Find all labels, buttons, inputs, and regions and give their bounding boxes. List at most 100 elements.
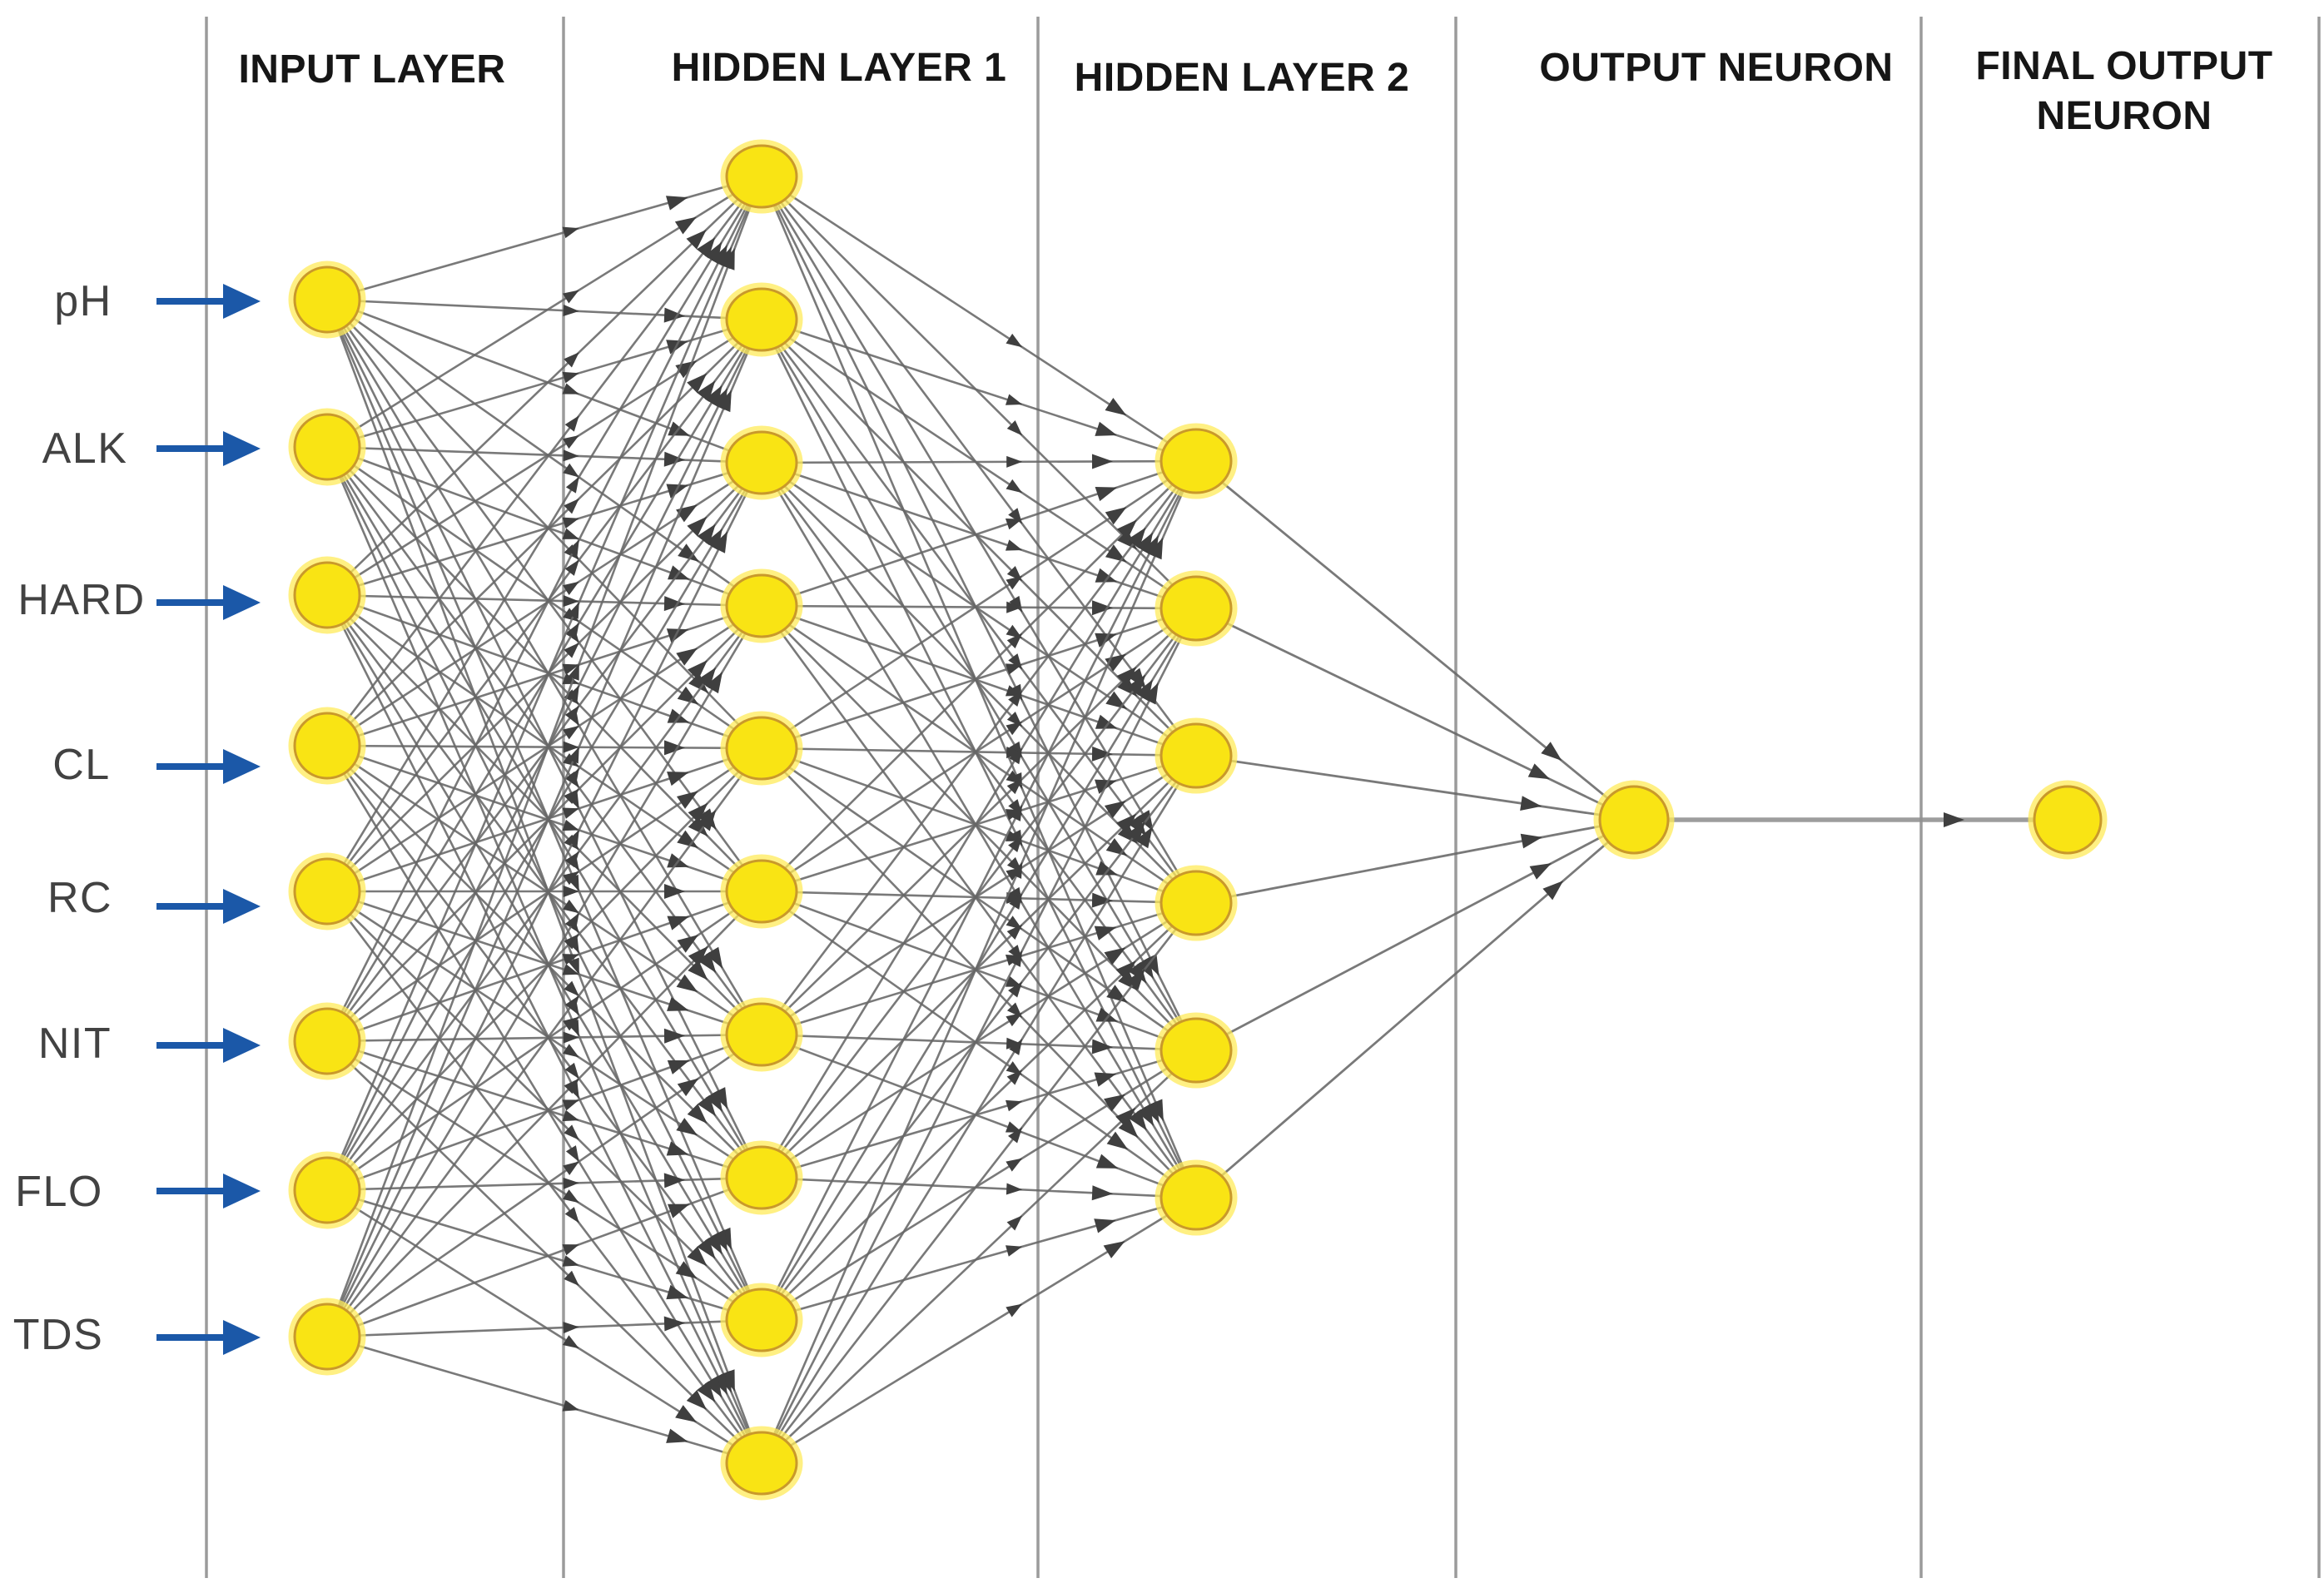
edge-arrowhead-icon xyxy=(677,935,699,953)
edge-arrowhead-icon xyxy=(663,1028,686,1044)
connection-edge xyxy=(760,460,1198,1464)
edge-arrowhead-icon xyxy=(677,1078,699,1097)
edge-arrowhead-icon xyxy=(1105,507,1127,525)
header-final-output-neuron: FINAL OUTPUT NEURON xyxy=(1975,44,2273,139)
neuron-halo xyxy=(288,261,366,339)
edge-arrowhead-icon xyxy=(567,602,579,619)
edge-arrowhead-icon xyxy=(697,1094,717,1117)
edge-arrowhead-icon xyxy=(687,1104,708,1124)
edge-arrowhead-icon xyxy=(1006,1069,1023,1085)
edge-arrowhead-icon xyxy=(563,899,579,914)
edge-arrowhead-icon xyxy=(1005,663,1023,675)
edge-arrowhead-icon xyxy=(698,810,717,831)
connection-edge xyxy=(761,1033,1197,1199)
edge-arrowhead-icon xyxy=(1104,801,1126,819)
edge-arrowhead-icon xyxy=(705,1089,723,1112)
connection-edge xyxy=(326,744,762,893)
edge-arrowhead-icon xyxy=(668,1203,690,1218)
edge-arrowhead-icon xyxy=(1006,479,1023,494)
neuron-input xyxy=(293,712,361,780)
edge-arrowhead-icon xyxy=(678,543,699,562)
neuron-hidden1 xyxy=(725,573,798,638)
edge-arrowhead-icon xyxy=(1118,1117,1139,1139)
edge-arrowhead-icon xyxy=(688,802,708,823)
edge-arrowhead-icon xyxy=(1095,1007,1119,1022)
neuron-hidden1 xyxy=(725,287,798,352)
neuron-hidden1 xyxy=(725,859,798,924)
edge-arrowhead-icon xyxy=(564,995,579,1012)
connection-edge xyxy=(761,461,1197,610)
edge-arrowhead-icon xyxy=(562,672,579,685)
connection-edge xyxy=(761,604,1197,610)
edge-arrowhead-icon xyxy=(1529,863,1552,880)
connection-edge xyxy=(760,462,1198,1198)
header-hidden-layer-2: HIDDEN LAYER 2 xyxy=(1074,56,1410,100)
edge-arrowhead-icon xyxy=(562,226,579,239)
edge-arrowhead-icon xyxy=(687,516,708,537)
connection-edge xyxy=(325,319,763,892)
input-label-alk: ALK xyxy=(42,424,128,473)
edge-arrowhead-icon xyxy=(1520,833,1542,849)
connection-edge xyxy=(325,462,763,1042)
connection-edge xyxy=(760,460,1198,1321)
edge-arrowhead-icon xyxy=(1005,539,1023,551)
input-arrow-icon xyxy=(223,585,261,620)
neuron-output xyxy=(1598,785,1670,855)
edge-arrowhead-icon xyxy=(562,807,579,819)
connection-edge xyxy=(761,607,1197,750)
edge-arrowhead-icon xyxy=(1006,1303,1023,1318)
edge-arrowhead-icon xyxy=(1006,601,1023,613)
edge-arrowhead-icon xyxy=(1135,826,1153,849)
input-arrow-icon xyxy=(223,284,261,319)
connection-edge xyxy=(761,1176,1197,1199)
edge-arrowhead-icon xyxy=(677,830,698,849)
neuron-hidden1 xyxy=(725,1002,798,1067)
neuron-final xyxy=(2033,785,2103,855)
edge-arrowhead-icon xyxy=(1006,891,1023,904)
connection-edge xyxy=(760,755,1198,1464)
edge-arrowhead-icon xyxy=(564,851,579,868)
edge-arrowhead-icon xyxy=(563,871,579,886)
connection-edge xyxy=(325,176,763,892)
neuron-halo xyxy=(1155,1012,1238,1089)
input-label-nit: NIT xyxy=(37,1020,112,1068)
edge-arrowhead-icon xyxy=(1142,682,1159,705)
edge-arrowhead-icon xyxy=(1011,861,1023,879)
connection-edge xyxy=(761,318,1197,463)
edge-arrowhead-icon xyxy=(1006,455,1023,468)
edge-arrowhead-icon xyxy=(564,1270,579,1287)
connection-edge xyxy=(761,754,1197,1036)
edge-arrowhead-icon xyxy=(562,964,579,975)
input-label-tds: TDS xyxy=(12,1311,104,1359)
edge-arrowhead-icon xyxy=(1006,333,1023,348)
edge-arrowhead-icon xyxy=(1116,519,1137,540)
edge-arrowhead-icon xyxy=(663,596,686,612)
connection-edge xyxy=(761,459,1197,464)
neuron-halo xyxy=(720,568,803,643)
edge-arrowhead-icon xyxy=(676,791,698,809)
edge-arrowhead-icon xyxy=(1126,821,1145,843)
edge-arrowhead-icon xyxy=(1008,690,1023,707)
neuron-halo xyxy=(720,711,803,786)
edge-arrowhead-icon xyxy=(562,371,579,384)
neuron-halo xyxy=(720,854,803,929)
edge-arrowhead-icon xyxy=(564,934,579,950)
neuron-hidden1 xyxy=(725,1288,798,1352)
edge-arrowhead-icon xyxy=(564,1207,579,1223)
input-label-rc: RC xyxy=(47,874,113,922)
edge-arrowhead-icon xyxy=(677,686,699,705)
edge-arrowhead-icon xyxy=(664,884,685,899)
edge-arrowhead-icon xyxy=(697,1238,716,1259)
edge-arrowhead-icon xyxy=(562,1189,579,1203)
connection-edge xyxy=(325,299,763,1179)
edge-arrowhead-icon xyxy=(676,1118,698,1136)
edge-arrowhead-icon xyxy=(1944,812,1964,827)
edge-arrowhead-icon xyxy=(1008,981,1023,998)
edge-arrowhead-icon xyxy=(1095,421,1117,436)
neuron-halo xyxy=(1155,570,1238,647)
neuron-halo xyxy=(720,997,803,1072)
edge-arrowhead-icon xyxy=(1541,742,1562,762)
neuron-input xyxy=(293,413,361,481)
connection-edge xyxy=(325,594,763,1321)
